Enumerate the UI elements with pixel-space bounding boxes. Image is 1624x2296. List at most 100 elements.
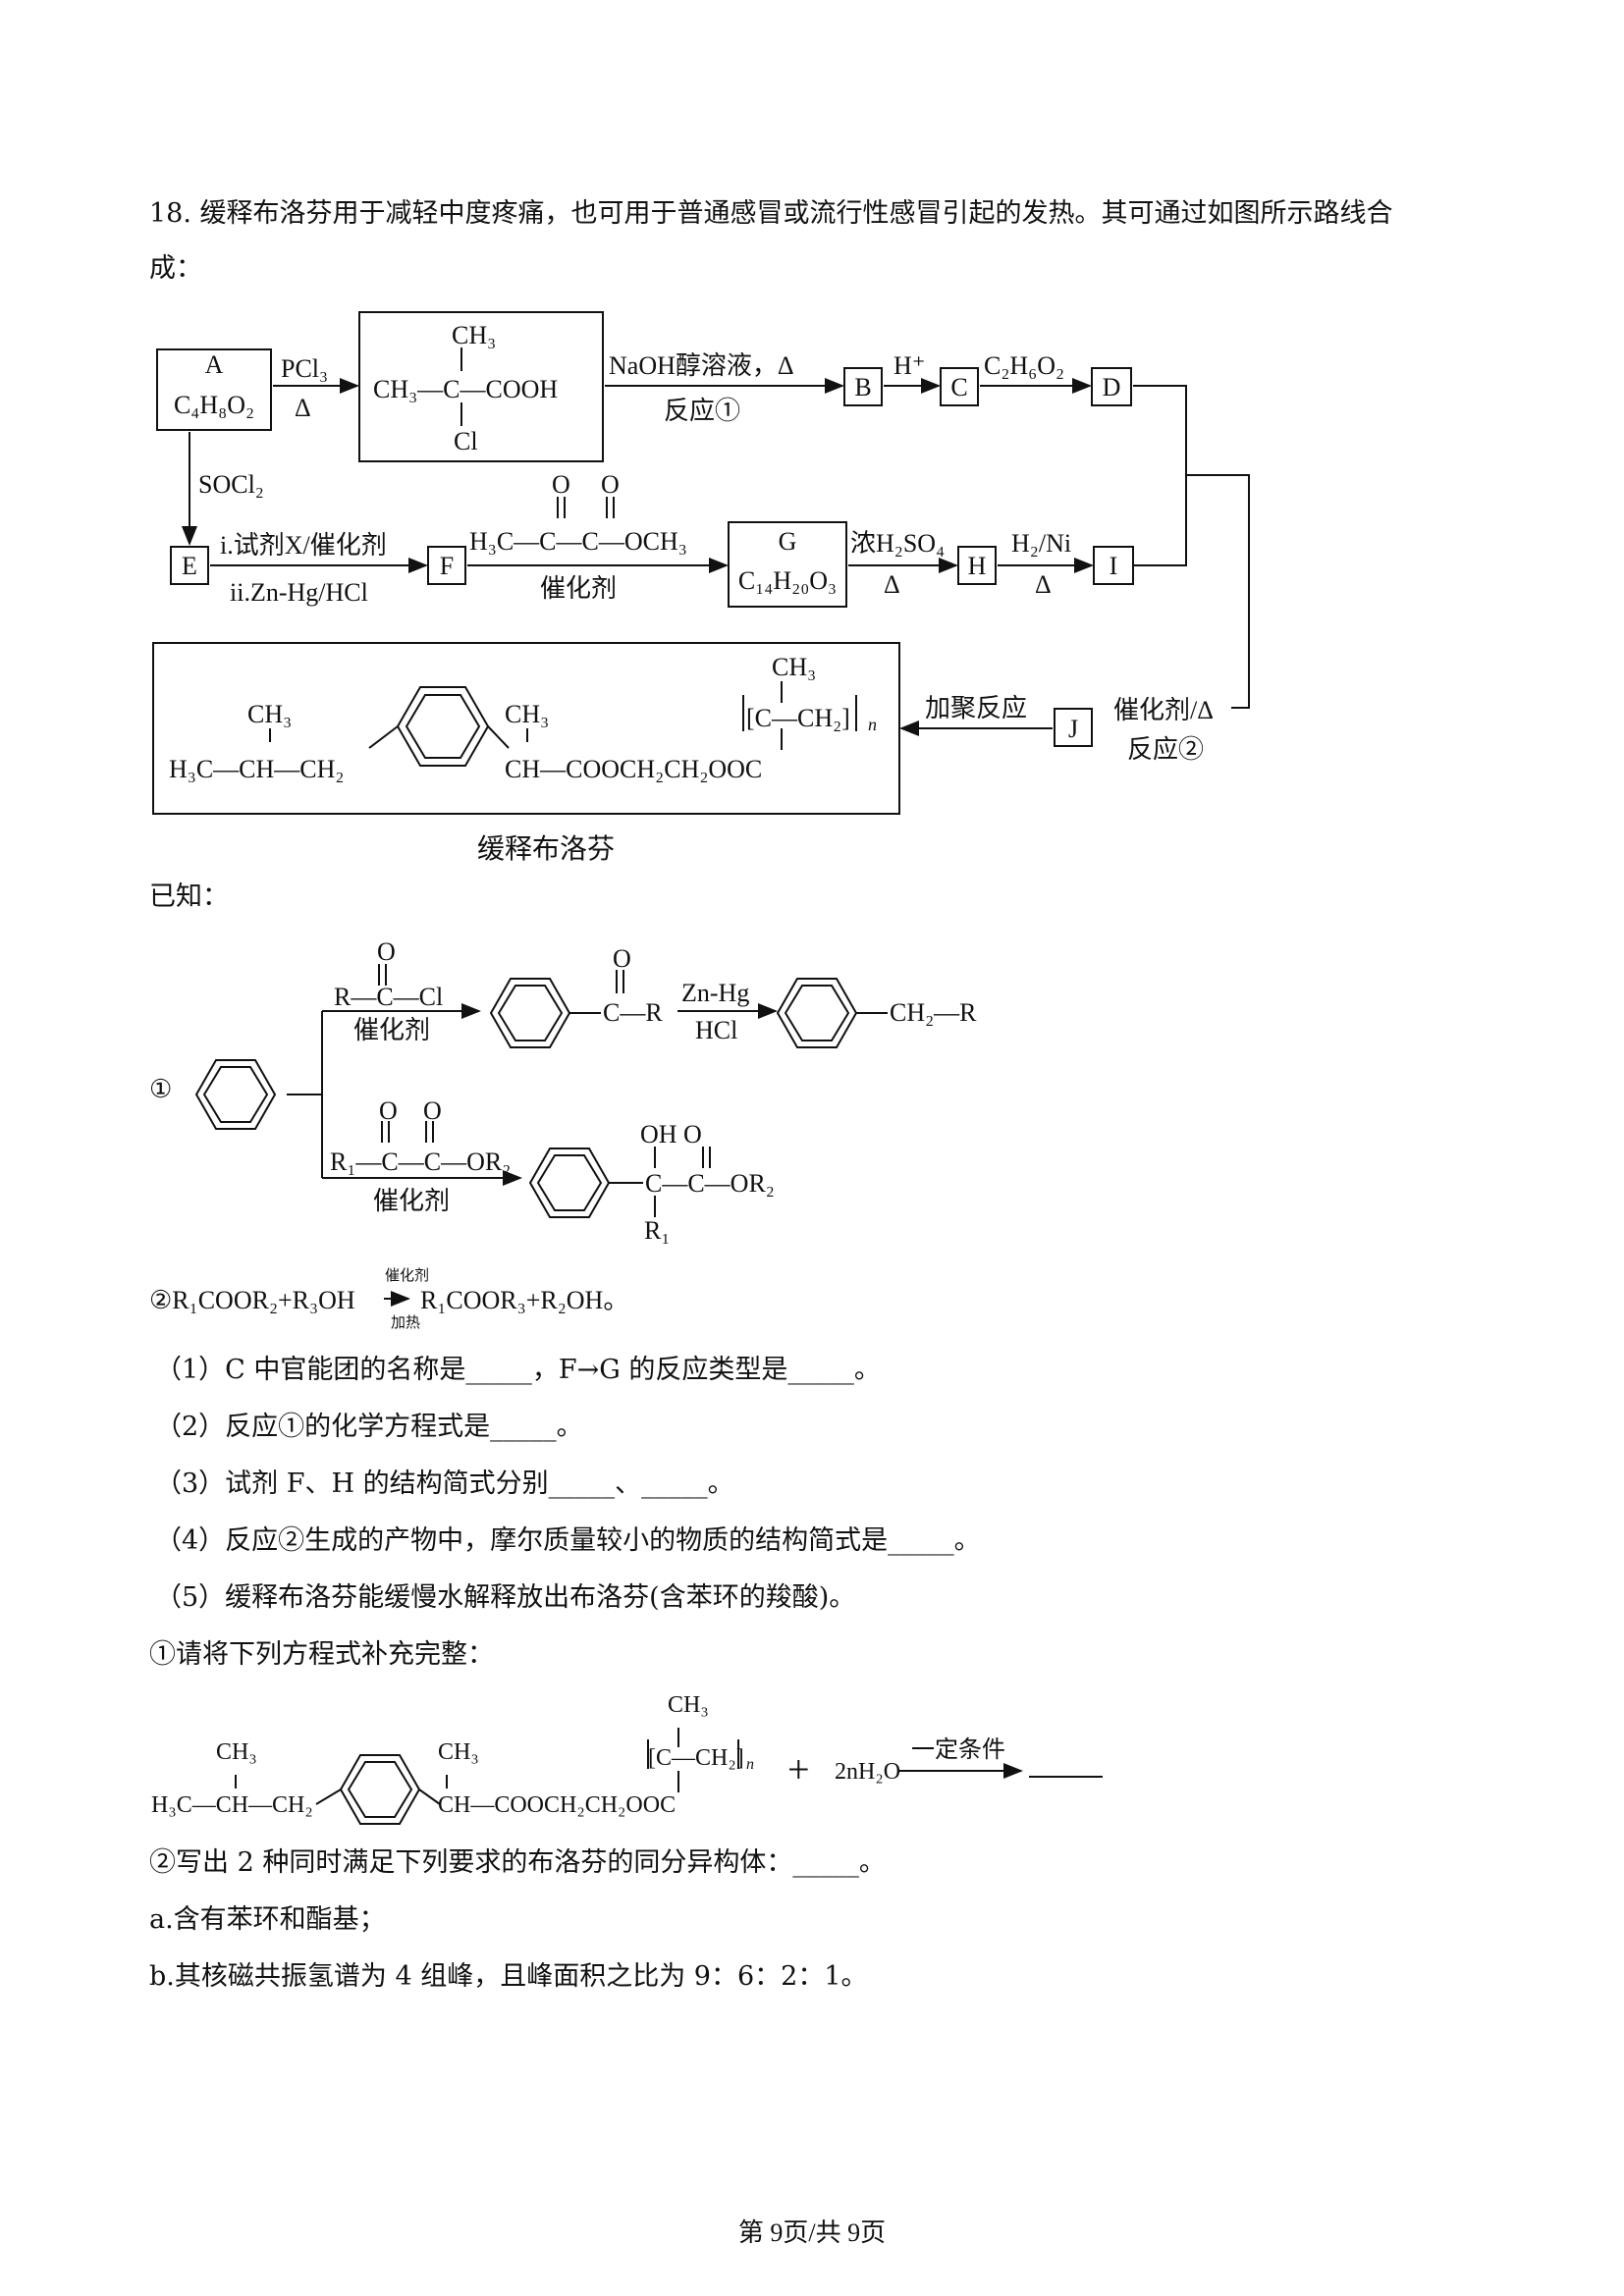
h-plus-label: H⁺ xyxy=(893,351,926,380)
question-line-1: 18. 缓释布洛芬用于减轻中度疼痛，也可用于普通感冒或流行性感冒引起的发热。其可… xyxy=(149,198,1393,229)
eq-poly-unit: [C—CH₂] xyxy=(648,1745,744,1771)
box-h xyxy=(957,546,997,585)
box-b-label: B xyxy=(854,373,871,401)
rule2-bottom: 加热 xyxy=(391,1314,420,1331)
delta-label-2: Δ xyxy=(884,570,900,599)
box-a-formula: C₄H₈O₂ xyxy=(174,391,254,419)
product-caption: 缓释布洛芬 xyxy=(477,832,616,865)
box-product xyxy=(152,642,900,815)
eq-plus: + xyxy=(787,1747,810,1791)
h2so4-label: 浓H₂SO₄ xyxy=(850,529,945,558)
box-i xyxy=(1093,546,1134,585)
box-i-label: I xyxy=(1110,552,1118,580)
question-3: （3）试剂 F、H 的结构简式分别_____、_____。 xyxy=(155,1468,734,1499)
rule2-suffix: R₁COOR₃+R₂OH。 xyxy=(420,1286,628,1314)
question-4: （4）反应②生成的产物中，摩尔质量较小的物质的结构简式是_____。 xyxy=(155,1525,981,1556)
eq-poly-n: n xyxy=(746,1756,754,1773)
equation-benzene-ring xyxy=(339,1754,421,1825)
product-right-chain: CH—COOCH₂CH₂OOC xyxy=(505,755,762,783)
eq-ch3-left: CH₃ xyxy=(216,1739,257,1765)
box-a xyxy=(156,348,272,431)
known-acyl-o: O xyxy=(377,937,396,966)
box-g-formula: C₁₄H₂₀O₃ xyxy=(738,566,837,595)
box-f-label: F xyxy=(440,552,454,580)
known-keto-reagent: R₁—C—C—OR₂ xyxy=(330,1148,511,1176)
box-h-label: H xyxy=(968,552,987,580)
product-left-chain: H₃C—CH—CH₂ xyxy=(169,755,344,783)
product-poly-unit: [C—CH₂] xyxy=(746,704,850,732)
known-catalyst-2: 催化剂 xyxy=(373,1187,450,1215)
box-d-label: D xyxy=(1103,373,1121,401)
acid-ch3: CH₃ xyxy=(452,321,496,349)
connector-d-i-to-j xyxy=(1133,385,1250,709)
known-ketone-o: O xyxy=(613,944,631,973)
catalyst-label-1: 催化剂 xyxy=(540,574,617,603)
known-keto-o-1: O xyxy=(379,1096,398,1125)
reagent-x-label: i.试剂X/催化剂 xyxy=(220,531,387,560)
box-c xyxy=(940,367,979,406)
known-ch2r: CH₂—R xyxy=(890,998,977,1027)
h2ni-label: H₂/Ni xyxy=(1011,529,1071,558)
naoh-label: NaOH醇溶液，Δ xyxy=(609,351,794,380)
box-j xyxy=(1054,708,1093,747)
product-benzene-ring xyxy=(396,686,490,767)
znhg-label: ii.Zn-Hg/HCl xyxy=(230,578,368,607)
box-g xyxy=(728,521,847,608)
box-d xyxy=(1091,367,1132,406)
eq-left-chain: H₃C—CH—CH₂ xyxy=(151,1792,313,1818)
known-oh-o: OH O xyxy=(640,1120,702,1148)
known-benzene xyxy=(194,1059,277,1130)
eq-ch3-poly: CH₃ xyxy=(668,1692,709,1718)
box-g-label: G xyxy=(779,527,797,556)
requirement-b: b.其核磁共振氢谱为 4 组峰，且峰面积之比为 9：6：2：1。 xyxy=(149,1961,868,1992)
acid-cl: Cl xyxy=(454,427,478,455)
eq-condition: 一定条件 xyxy=(911,1736,1005,1763)
acid-main: CH₃—C—COOH xyxy=(373,375,558,403)
known-acyl-reagent: R—C—Cl xyxy=(334,983,443,1011)
polymerization-label: 加聚反应 xyxy=(925,694,1027,722)
rule2-top: 催化剂 xyxy=(385,1267,429,1284)
box-e xyxy=(170,546,209,585)
ester-o-1: O xyxy=(552,470,570,499)
ester-main: H₃C—C—C—OCH₃ xyxy=(469,527,687,556)
known-heading: 已知： xyxy=(149,881,229,912)
box-e-label: E xyxy=(182,552,197,580)
requirement-a: a.含有苯环和酯基； xyxy=(149,1904,386,1935)
delta-label-1: Δ xyxy=(295,394,311,422)
known-hydroxy-part: C—C—OR₂ xyxy=(645,1169,775,1198)
known-keto-o-2: O xyxy=(423,1096,442,1125)
eq-ch3-middle: CH₃ xyxy=(438,1739,479,1765)
socl2-label: SOCl₂ xyxy=(198,470,264,499)
box-a-label: A xyxy=(205,350,224,379)
box-j-label: J xyxy=(1068,715,1078,743)
question-5: （5）缓释布洛芬能缓慢水解释放出布洛芬(含苯环的羧酸)。 xyxy=(155,1582,856,1613)
eq-water: 2nH₂O xyxy=(835,1759,900,1785)
known-catalyst-1: 催化剂 xyxy=(353,1016,430,1044)
question-5-2: ②写出 2 种同时满足下列要求的布洛芬的同分异构体：_____。 xyxy=(149,1847,886,1878)
known-zn-hg: Zn-Hg xyxy=(681,979,749,1007)
known-ketone-part: C—R xyxy=(603,998,663,1027)
question-line-2: 成： xyxy=(149,253,202,284)
box-f xyxy=(427,546,466,585)
known-num-1: ① xyxy=(149,1075,172,1103)
reaction-2-label: 反应② xyxy=(1127,735,1204,764)
product-ch3-left: CH₃ xyxy=(247,700,292,728)
known-hcl: HCl xyxy=(695,1016,737,1044)
ester-o-2: O xyxy=(601,470,620,499)
page-footer: 第 9页/共 9页 xyxy=(737,2218,887,2247)
product-ch3-poly: CH₃ xyxy=(772,653,816,681)
product-poly-n: n xyxy=(868,715,877,734)
c2h6o2-label: C₂H₆O₂ xyxy=(984,351,1064,380)
cat-heat-label: 催化剂/Δ xyxy=(1113,696,1214,724)
box-chloro-acid xyxy=(358,311,604,462)
rule2-prefix: ②R₁COOR₂+R₃OH xyxy=(149,1286,355,1314)
pcl3-label: PCl₃ xyxy=(281,354,328,383)
question-1: （1）C 中官能团的名称是_____，F→G 的反应类型是_____。 xyxy=(155,1355,881,1385)
known-r1: R₁ xyxy=(644,1216,670,1245)
question-2: （2）反应①的化学方程式是_____。 xyxy=(155,1412,583,1442)
product-ch3-middle: CH₃ xyxy=(505,700,549,728)
question-5-1: ①请将下列方程式补充完整： xyxy=(149,1639,494,1670)
eq-right-chain: CH—COOCH₂CH₂OOC xyxy=(438,1792,676,1818)
reaction-1-label: 反应① xyxy=(664,397,740,425)
